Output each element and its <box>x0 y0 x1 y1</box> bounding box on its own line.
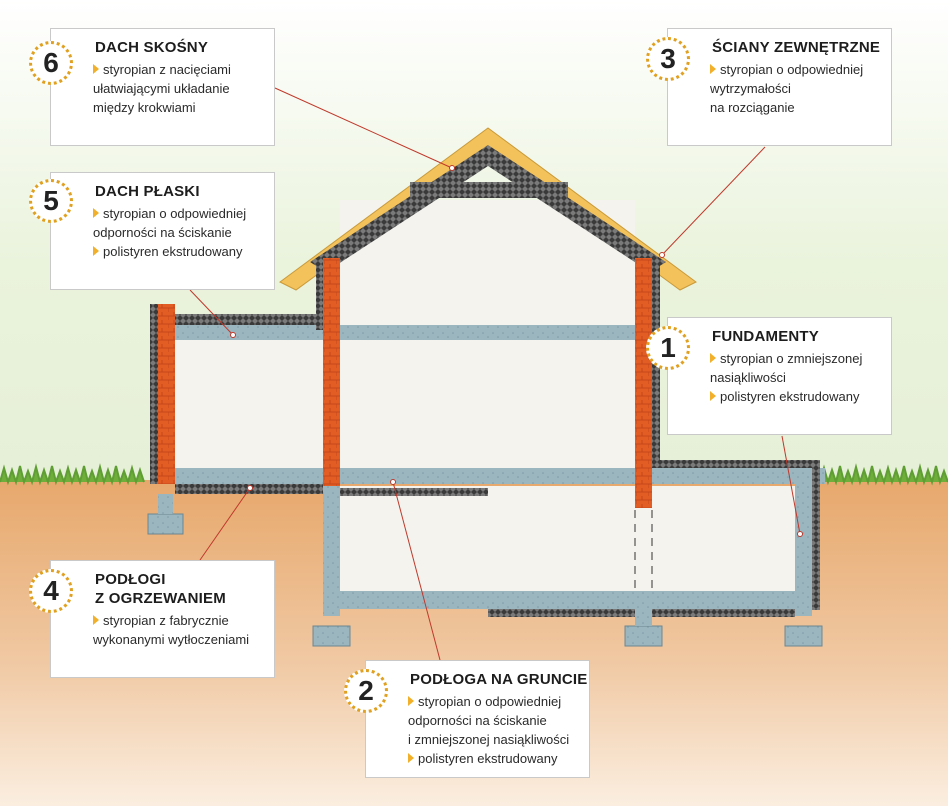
footing-stem <box>635 609 652 626</box>
grass <box>0 463 948 486</box>
number-badge: 3 <box>646 37 690 81</box>
bullet-icon <box>408 753 414 763</box>
foundation-insulation <box>812 460 820 610</box>
number-badge: 6 <box>29 41 73 85</box>
callout-title: PODŁOGA NA GRUNCIE <box>410 671 588 688</box>
callout-title-line2: Z OGRZEWANIEM <box>95 590 226 607</box>
callout-line: styropian z fabrycznie <box>93 611 229 630</box>
right-wall <box>635 258 652 508</box>
left-wall-insulation <box>150 304 158 484</box>
number-badge: 2 <box>344 669 388 713</box>
callout-line: wykonanymi wytłoczeniami <box>93 632 250 647</box>
leader-dots <box>230 165 803 537</box>
footing <box>147 513 184 535</box>
callout-title: ŚCIANY ZEWNĘTRZNE <box>712 39 881 56</box>
callout-line: styropian o odpowiedniej <box>408 692 561 711</box>
basement-room <box>340 486 795 591</box>
middle-wall-insulation <box>316 258 323 330</box>
callout-line: styropian o odpowiedniej <box>710 60 863 79</box>
callout-title: DACH SKOŚNY <box>95 39 209 56</box>
left-wall <box>158 304 175 484</box>
footing <box>312 625 351 647</box>
bullet-icon <box>93 208 99 218</box>
bullet-icon <box>93 246 99 256</box>
callout-line: polistyren ekstrudowany <box>408 749 557 768</box>
callout-line: styropian z nacięciami <box>93 60 231 79</box>
number-badge: 4 <box>29 569 73 613</box>
callout-line: odporności na ściskanie <box>408 713 547 728</box>
footing <box>784 625 823 647</box>
bullet-icon <box>93 615 99 625</box>
ceiling-slab <box>175 325 635 340</box>
callout-title: PODŁOGI <box>95 571 166 588</box>
bullet-icon <box>710 391 716 401</box>
callout-title: FUNDAMENTY <box>712 328 819 345</box>
top-insulation <box>652 460 820 468</box>
callout-line: styropian o zmniejszonej <box>710 349 862 368</box>
callout-dach-skosny: 6 DACH SKOŚNY styropian z nacięciami uła… <box>29 28 275 146</box>
floor-insulation-2 <box>340 488 488 496</box>
bullet-icon <box>710 64 716 74</box>
callout-title: DACH PŁASKI <box>95 183 200 200</box>
callout-line: ułatwiającymi układanie <box>93 81 230 96</box>
bullet-icon <box>93 64 99 74</box>
number-badge: 5 <box>29 179 73 223</box>
roof <box>279 127 697 291</box>
callout-line: na rozciąganie <box>710 100 795 115</box>
footing <box>624 625 663 647</box>
callout-dach-plaski: 5 DACH PŁASKI styropian o odpowiedniej o… <box>29 172 275 290</box>
flat-roof-insulation <box>175 314 325 325</box>
callout-fundamenty: 1 FUNDAMENTY styropian o zmniejszonej na… <box>646 317 892 435</box>
middle-wall <box>323 258 340 486</box>
basement-wall-right <box>795 468 812 616</box>
callout-podloga-na-gruncie: 2 PODŁOGA NA GRUNCIE styropian o odpowie… <box>344 660 590 778</box>
bullet-icon <box>408 696 414 706</box>
callout-line: nasiąkliwości <box>710 370 786 385</box>
footing-stem <box>158 494 173 514</box>
number-badge: 1 <box>646 326 690 370</box>
callout-line: między krokwiami <box>93 100 196 115</box>
callout-line: polistyren ekstrudowany <box>710 387 859 406</box>
callout-line: i zmniejszonej nasiąkliwości <box>408 732 570 747</box>
basement-wall-left <box>323 486 340 616</box>
callout-line: polistyren ekstrudowany <box>93 242 242 261</box>
callout-line: styropian o odpowiedniej <box>93 204 246 223</box>
ground-floor-slab <box>175 468 825 484</box>
ground-floor-room <box>175 340 635 468</box>
callout-sciany-zewnetrzne: 3 ŚCIANY ZEWNĘTRZNE styropian o odpowied… <box>646 28 892 146</box>
bullet-icon <box>710 353 716 363</box>
callout-line: wytrzymałości <box>710 81 791 96</box>
callout-podlogi-z-ogrzewaniem: 4 PODŁOGI Z OGRZEWANIEM styropian z fabr… <box>29 560 275 678</box>
callout-line: odporności na ściskanie <box>93 225 232 240</box>
leader-lines <box>189 87 801 661</box>
basement-floor <box>340 591 795 609</box>
